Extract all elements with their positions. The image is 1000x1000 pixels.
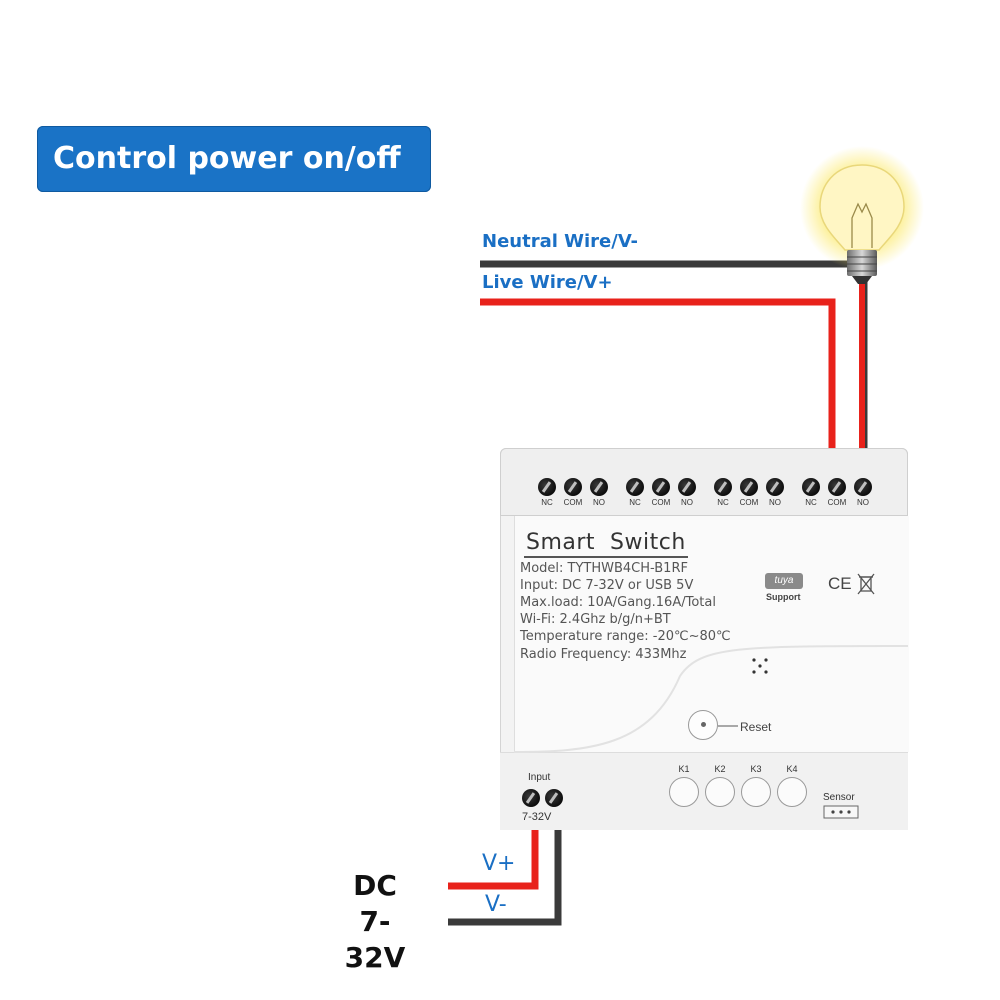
terminal-label: NO <box>593 498 605 507</box>
k3-label: K3 <box>750 764 762 774</box>
spec-input: Input: DC 7-32V or USB 5V <box>520 578 694 593</box>
bulb-filament <box>851 202 873 248</box>
panel-curve <box>513 645 908 753</box>
speaker-holes-icon <box>752 658 768 674</box>
terminal-label: NO <box>681 498 693 507</box>
terminal-label: NC <box>629 498 641 507</box>
v-minus-label: V- <box>485 892 507 917</box>
reset-leader-line <box>718 725 738 727</box>
terminal-label: NC <box>717 498 729 507</box>
dc-plus-wire <box>448 820 539 890</box>
terminal-label: NC <box>541 498 553 507</box>
terminal-no-2 <box>678 478 696 496</box>
terminal-com-1 <box>564 478 582 496</box>
terminal-com-3 <box>740 478 758 496</box>
device-title: Smart Switch <box>524 530 688 558</box>
input-terminal-minus <box>545 789 563 807</box>
crossed-bin-icon <box>857 573 875 595</box>
neutral-wire-label: Neutral Wire/V- <box>482 231 638 252</box>
reset-pin-icon <box>701 722 706 727</box>
k3-button[interactable] <box>741 777 771 807</box>
dc-label: DC <box>353 869 397 902</box>
terminal-nc-4 <box>802 478 820 496</box>
sensor-port-icon <box>823 805 859 819</box>
k2-label: K2 <box>714 764 726 774</box>
k2-button[interactable] <box>705 777 735 807</box>
terminal-label: NO <box>857 498 869 507</box>
spec-max-load: Max.load: 10A/Gang.16A/Total <box>520 595 716 610</box>
spec-wifi: Wi-Fi: 2.4Ghz b/g/n+BT <box>520 612 671 627</box>
terminal-label: COM <box>651 498 671 507</box>
spec-model: Model: TYTHWB4CH-B1RF <box>520 561 688 576</box>
terminal-com-2 <box>652 478 670 496</box>
terminal-no-4 <box>854 478 872 496</box>
terminal-com-4 <box>828 478 846 496</box>
v-plus-label: V+ <box>482 851 516 876</box>
terminal-label: COM <box>827 498 847 507</box>
spec-radio-frequency: Radio Frequency: 433Mhz <box>520 647 687 662</box>
k4-button[interactable] <box>777 777 807 807</box>
live-wire-label: Live Wire/V+ <box>482 272 613 293</box>
terminal-label: NC <box>805 498 817 507</box>
terminal-label: COM <box>739 498 759 507</box>
ce-mark: CE <box>828 574 852 593</box>
tuya-logo: tuya <box>765 573 803 589</box>
terminal-nc-2 <box>626 478 644 496</box>
terminal-no-1 <box>590 478 608 496</box>
input-label: Input <box>528 772 551 783</box>
spec-temperature: Temperature range: -20℃~80℃ <box>520 629 731 644</box>
terminal-nc-3 <box>714 478 732 496</box>
terminal-nc-1 <box>538 478 556 496</box>
sensor-label: Sensor <box>823 792 855 803</box>
k1-button[interactable] <box>669 777 699 807</box>
dc-minus-wire <box>448 820 562 926</box>
reset-label: Reset <box>740 720 772 734</box>
k4-label: K4 <box>786 764 798 774</box>
terminal-no-3 <box>766 478 784 496</box>
bulb-base <box>847 250 877 276</box>
live-wire <box>480 298 836 450</box>
terminal-label: NO <box>769 498 781 507</box>
terminal-label: COM <box>563 498 583 507</box>
input-voltage-label: 7-32V <box>522 811 552 823</box>
tuya-support-label: Support <box>766 592 801 602</box>
k1-label: K1 <box>678 764 690 774</box>
input-terminal-plus <box>522 789 540 807</box>
banner-title: Control power on/off <box>37 126 431 192</box>
dc-voltage-label: 7-32V <box>344 905 406 974</box>
